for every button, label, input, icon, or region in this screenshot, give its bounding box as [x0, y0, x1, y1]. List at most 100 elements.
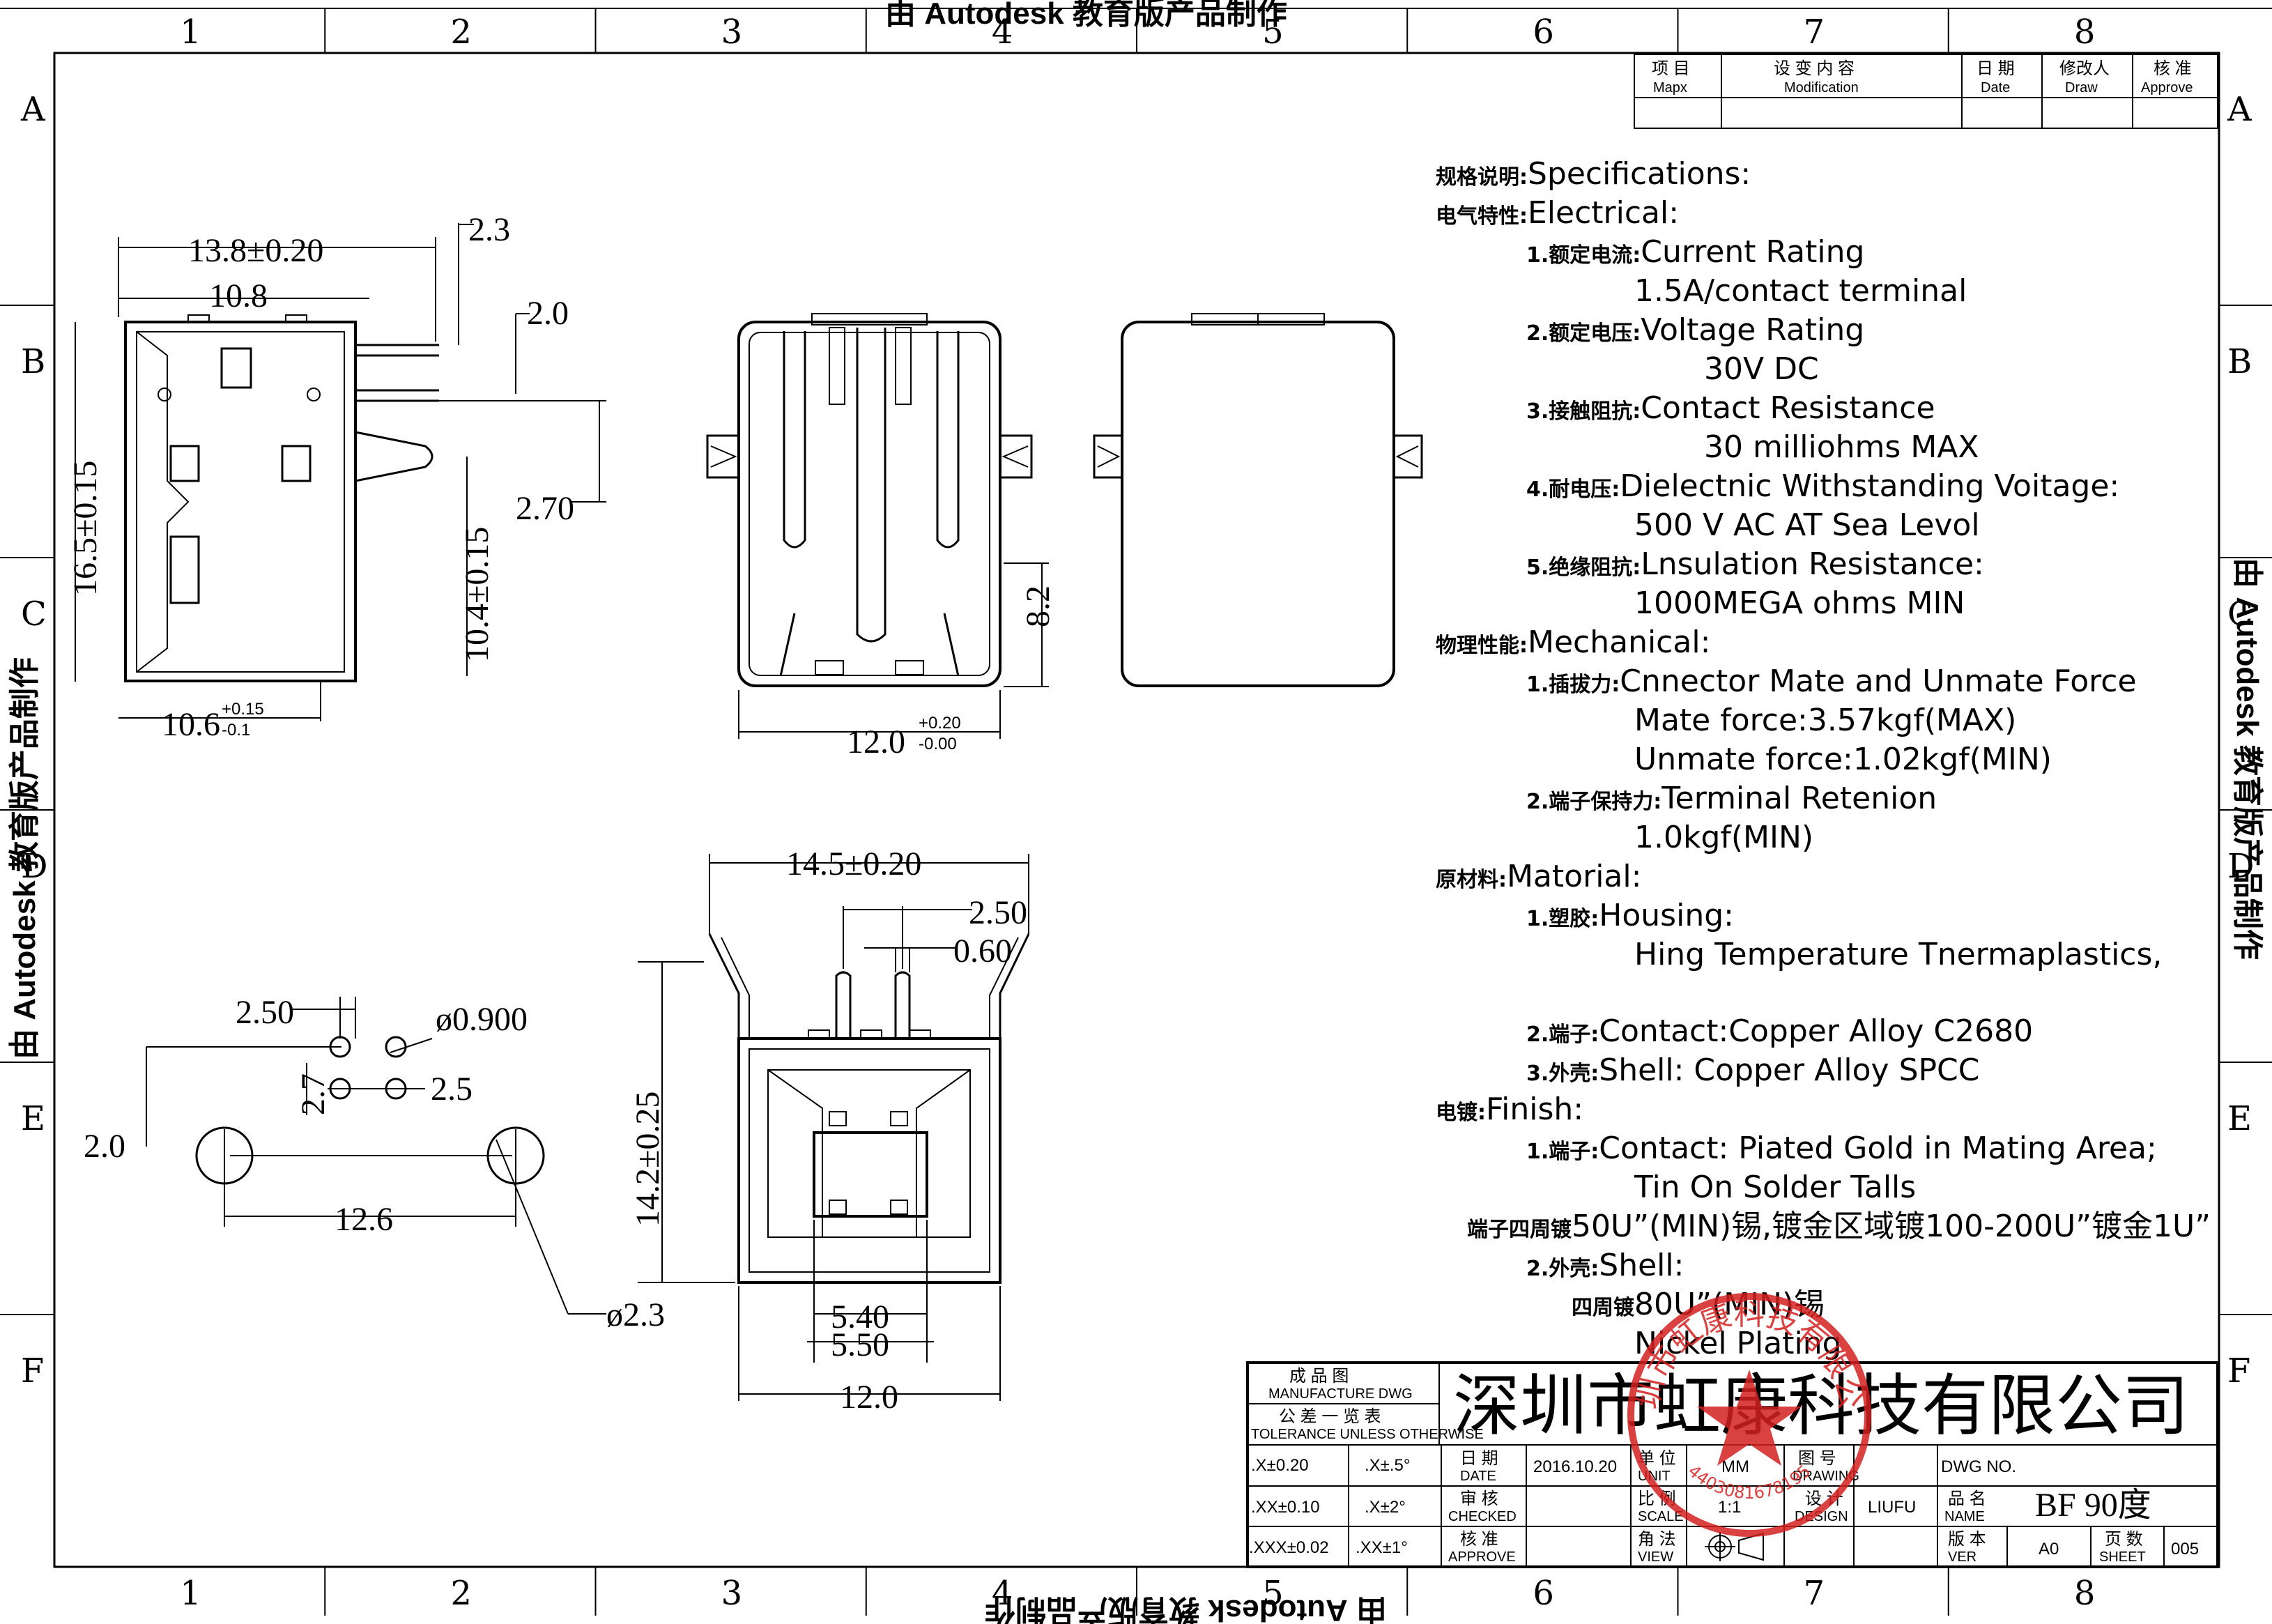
- specifications-block: 规格说明:Specifications:电气特性:Electrical:1.额定…: [1436, 156, 2211, 1361]
- front-view-dims: 8.2 12.0 +0.20 -0.00: [738, 562, 1057, 760]
- dim-14-5: 14.5±0.20: [786, 845, 921, 882]
- spec-text-en: Terminal Retenion: [1661, 781, 1937, 816]
- grid-col-top-7: 7: [1804, 13, 1825, 52]
- dim-10-4: 10.4±0.15: [459, 527, 496, 662]
- spec-line: 3.接触阻抗:Contact Resistance: [1526, 390, 1935, 426]
- spec-text-en: 500 V AC AT Sea Levol: [1634, 507, 1980, 543]
- dim-2-7: 2.7: [295, 1073, 332, 1115]
- spec-text-en: Tin On Solder Talls: [1634, 1170, 1916, 1205]
- spec-line: Tin On Solder Talls: [1634, 1170, 1916, 1205]
- spec-text-en: Matorial:: [1507, 859, 1641, 894]
- spec-text-en: Cnnector Mate and Unmate Force: [1620, 664, 2136, 699]
- dim-diameter-0-9: ø0.900: [436, 1001, 528, 1038]
- dim-10-6-upper-tol: +0.15: [222, 700, 264, 719]
- pcb-layout-dims: 2.50 ø0.900 2.5 2.0 2.7 12.6 ø2.3: [84, 994, 665, 1333]
- tb-view-zh: 角 法: [1638, 1530, 1676, 1549]
- spec-label-zh: 物理性能:: [1436, 634, 1528, 658]
- spec-line: 2.端子:Contact:Copper Alloy C2680: [1526, 1013, 2033, 1049]
- tb-date-en: DATE: [1460, 1469, 1496, 1484]
- grid-col-top-4: 4: [992, 13, 1013, 52]
- dim-8-2: 8.2: [1020, 585, 1057, 627]
- spec-text-en: Unmate force:1.02kgf(MIN): [1634, 742, 2052, 777]
- spec-line: 1.额定电流:Current Rating: [1526, 234, 1864, 270]
- spec-text-en: Voltage Rating: [1641, 312, 1864, 348]
- spec-text-en: Electrical:: [1528, 195, 1679, 231]
- spec-text-en: Shell:: [1599, 1248, 1684, 1283]
- projection-symbol: [1705, 1532, 1764, 1561]
- spec-line: 1.塑胶:Housing:: [1526, 898, 1734, 933]
- spec-label-zh: 规格说明:: [1436, 165, 1528, 190]
- spec-line: 电气特性:Electrical:: [1436, 195, 1679, 231]
- spec-text-en: 30 milliohms MAX: [1704, 429, 1979, 465]
- bottom-view-dims: 14.5±0.20 2.50 0.60 14.2±0.25 5.40 5.50 …: [629, 845, 1029, 1416]
- grid-row-right-D: D: [2227, 847, 2254, 886]
- dim-pin-2-0: 2.0: [527, 295, 569, 332]
- dim-5-50: 5.50: [831, 1326, 889, 1363]
- spec-text-en: Mate force:3.57kgf(MAX): [1634, 703, 2016, 738]
- spec-line: 30V DC: [1704, 351, 1819, 387]
- spec-line: 电镀:Finish:: [1436, 1091, 1583, 1127]
- rev-header-mod-en: Modification: [1784, 80, 1859, 95]
- rev-header-date-zh: 日 期: [1977, 59, 2015, 78]
- dim-0-60: 0.60: [953, 933, 1012, 970]
- spec-text-en: Current Rating: [1641, 234, 1864, 270]
- grid-row-right-A: A: [2227, 90, 2252, 129]
- grid-col-bottom-5: 5: [1262, 1574, 1284, 1613]
- grid-col-bottom-8: 8: [2074, 1574, 2096, 1613]
- spec-label-zh: 1.塑胶:: [1526, 907, 1599, 931]
- grid-row-right-B: B: [2227, 342, 2252, 381]
- watermark-right: 由 Autodesk 教育版产品制作: [2230, 558, 2264, 960]
- dim-14-2: 14.2±0.25: [629, 1091, 666, 1227]
- spec-line: 1.5A/contact terminal: [1634, 273, 1967, 309]
- tb-checked-zh: 审 核: [1460, 1489, 1498, 1508]
- spec-text-en: Hing Temperature Tnermaplastics,: [1634, 937, 2162, 972]
- dim-inner-width: 10.8: [209, 277, 268, 314]
- grid-ticks: [0, 8, 2272, 1616]
- rev-header-approve-en: Approve: [2141, 80, 2193, 95]
- tb-sheet-en: SHEET: [2099, 1549, 2146, 1565]
- tb-ver-value: A0: [2039, 1540, 2059, 1558]
- tb-name-en: NAME: [1944, 1509, 1985, 1524]
- tb-checked-en: CHECKED: [1448, 1509, 1517, 1524]
- tol-row-1-linear: .X±0.20: [1251, 1456, 1309, 1475]
- watermark-top: 由 Autodesk 教育版产品制作: [885, 0, 1287, 31]
- spec-label-zh: 3.接触阻抗:: [1526, 399, 1641, 424]
- tb-drawing-zh: 图 号: [1798, 1449, 1836, 1468]
- tb-approve-en: APPROVE: [1448, 1549, 1516, 1565]
- spec-text-en: Contact Resistance: [1641, 390, 1935, 426]
- grid-col-top-6: 6: [1533, 13, 1554, 52]
- spec-line: 物理性能:Mechanical:: [1436, 625, 1710, 660]
- dim-diameter-2-3: ø2.3: [606, 1296, 665, 1333]
- tb-sheet-value: 005: [2171, 1540, 2199, 1558]
- spec-line: Hing Temperature Tnermaplastics,: [1634, 937, 2162, 972]
- tb-design-value: LIUFU: [1868, 1498, 1916, 1517]
- rev-header-approve-zh: 核 准: [2154, 59, 2192, 78]
- pcb-layout: [195, 1036, 545, 1227]
- spec-label-zh: 4.耐电压:: [1526, 477, 1620, 502]
- spec-line: 原材料:Matorial:: [1436, 859, 1641, 894]
- tb-date-value: 2016.10.20: [1533, 1457, 1617, 1476]
- spec-text-en: 50U”(MIN)锡,镀金区域镀100-200U”镀金1U”: [1572, 1209, 2211, 1244]
- spec-line: Unmate force:1.02kgf(MIN): [1634, 742, 2052, 777]
- rev-header-mapx-en: Mapx: [1653, 80, 1687, 95]
- tb-name-zh: 品 名: [1948, 1489, 1986, 1508]
- spec-label-zh: 端子四周镀: [1467, 1218, 1572, 1242]
- tol-row-2-linear: .XX±0.10: [1251, 1498, 1320, 1517]
- grid-col-top-8: 8: [2074, 13, 2096, 52]
- spec-text-en: Contact:Copper Alloy C2680: [1599, 1013, 2033, 1049]
- dim-10-6: 10.6: [162, 706, 220, 743]
- bottom-view: [708, 933, 1030, 1284]
- tb-view-en: VIEW: [1638, 1549, 1673, 1565]
- tb-scale-en: SCALE: [1638, 1509, 1684, 1524]
- grid-col-top-2: 2: [450, 13, 472, 52]
- tb-tol-en: TOLERANCE UNLESS OTHERWISE: [1251, 1427, 1484, 1442]
- side-view: [124, 314, 439, 682]
- tb-date-zh: 日 期: [1460, 1449, 1498, 1468]
- spec-label-zh: 原材料:: [1436, 868, 1507, 892]
- spec-label-zh: 2.额定电压:: [1526, 321, 1641, 346]
- rev-header-draw-en: Draw: [2065, 80, 2098, 95]
- grid-col-bottom-1: 1: [180, 1574, 201, 1613]
- dim-10-6-lower-tol: -0.1: [222, 721, 250, 740]
- tb-tol-zh: 公 差 一 览 表: [1279, 1407, 1381, 1426]
